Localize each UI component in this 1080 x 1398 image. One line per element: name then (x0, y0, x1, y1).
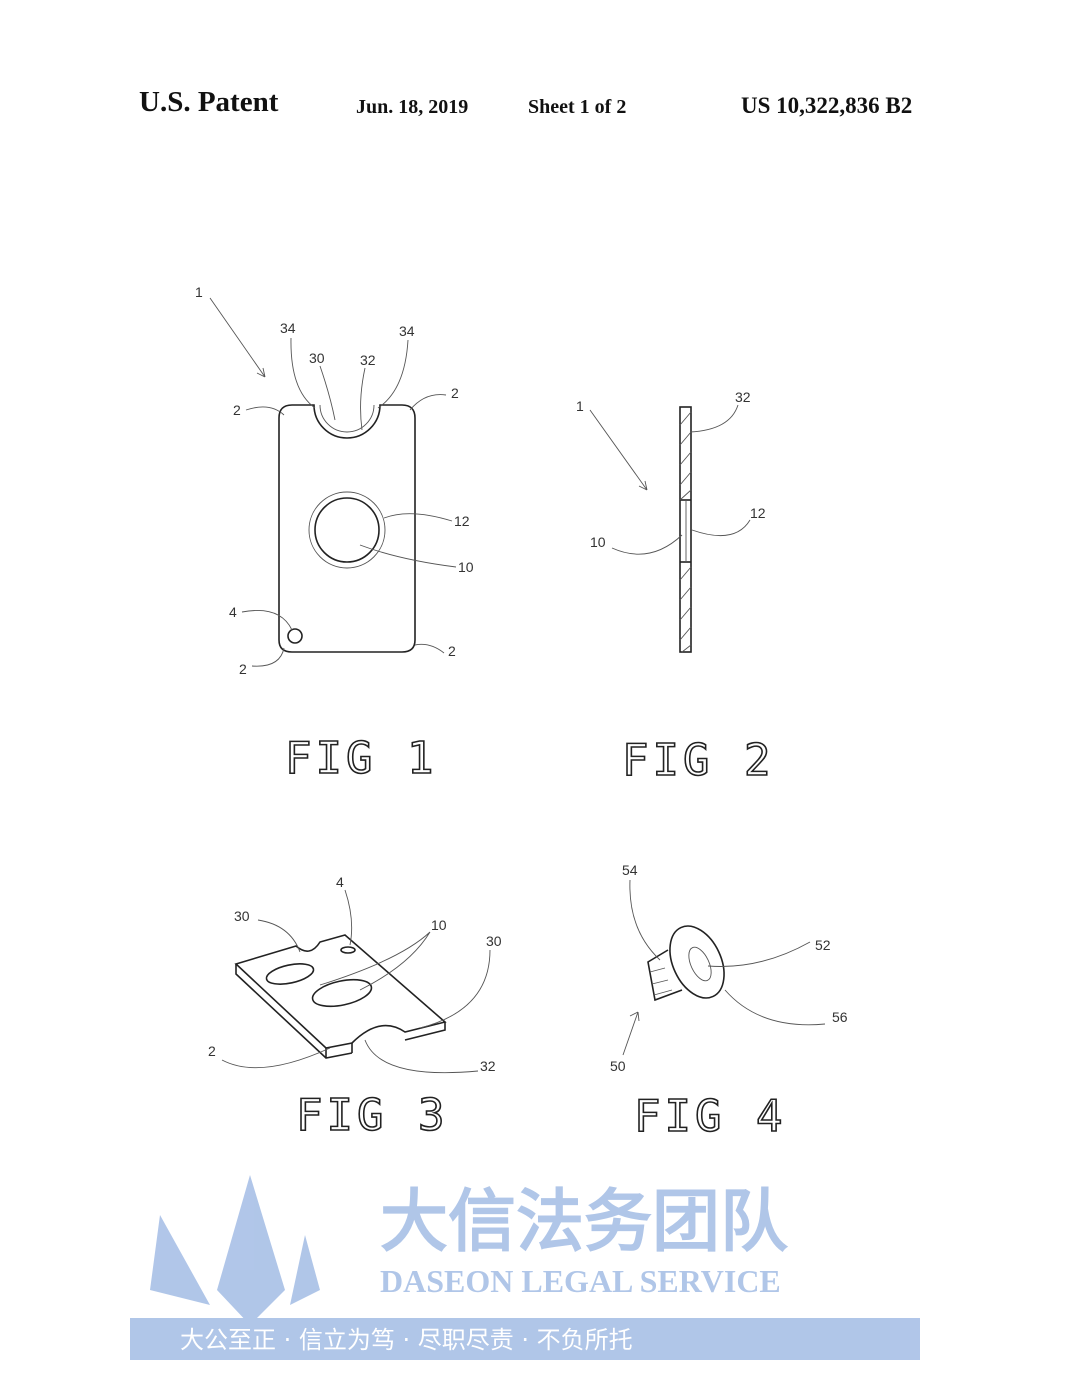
ref-label: 2 (448, 643, 456, 659)
ref-label: 10 (590, 534, 606, 550)
watermark-logo-icon (150, 1175, 320, 1325)
fig3-drawing: 4 30 10 30 2 32 (208, 874, 502, 1074)
ref-label: 12 (454, 513, 470, 529)
patent-date: Jun. 18, 2019 (356, 96, 469, 118)
ref-label: 32 (735, 389, 751, 405)
ref-label: 50 (610, 1058, 626, 1074)
fig2-caption: FIG 2 (622, 735, 774, 786)
ref-label: 52 (815, 937, 831, 953)
ref-label: 32 (360, 352, 376, 368)
watermark-brand-cn: 大信法务团队 (380, 1183, 789, 1262)
ref-label: 10 (458, 559, 474, 575)
ref-label: 2 (208, 1043, 216, 1059)
ref-label: 2 (239, 661, 247, 677)
ref-label: 34 (399, 323, 415, 339)
ref-label: 2 (233, 402, 241, 418)
ref-label: 34 (280, 320, 296, 336)
watermark: 大信法务团队 DASEON LEGAL SERVICE 大公至正 · 信立为笃 … (130, 1175, 920, 1360)
watermark-motto: 大公至正 · 信立为笃 · 尽职尽责 · 不负所托 (180, 1326, 633, 1354)
fig3-caption: FIG 3 (296, 1090, 448, 1141)
fig1-caption: FIG 1 (285, 733, 437, 784)
fig2-drawing: 1 32 12 10 (576, 389, 766, 653)
ref-label: 4 (229, 604, 237, 620)
fig4-drawing: 54 52 56 50 (610, 862, 848, 1074)
ref-label: 2 (451, 385, 459, 401)
fig1-drawing: 1 34 30 32 34 2 2 12 10 4 2 2 (195, 284, 474, 677)
patent-title: U.S. Patent (139, 86, 279, 118)
ref-label: 1 (576, 398, 584, 414)
fig4-caption: FIG 4 (634, 1091, 786, 1142)
ref-label: 32 (480, 1058, 496, 1074)
sheet-number: Sheet 1 of 2 (528, 96, 627, 118)
ref-label: 10 (431, 917, 447, 933)
ref-label: 56 (832, 1009, 848, 1025)
ref-label: 30 (309, 350, 325, 366)
ref-label: 54 (622, 862, 638, 878)
watermark-brand-en: DASEON LEGAL SERVICE (380, 1263, 781, 1299)
ref-label: 30 (234, 908, 250, 924)
ref-label: 30 (486, 933, 502, 949)
ref-label: 1 (195, 284, 203, 300)
ref-label: 4 (336, 874, 344, 890)
ref-label: 12 (750, 505, 766, 521)
patent-number: US 10,322,836 B2 (741, 93, 913, 118)
